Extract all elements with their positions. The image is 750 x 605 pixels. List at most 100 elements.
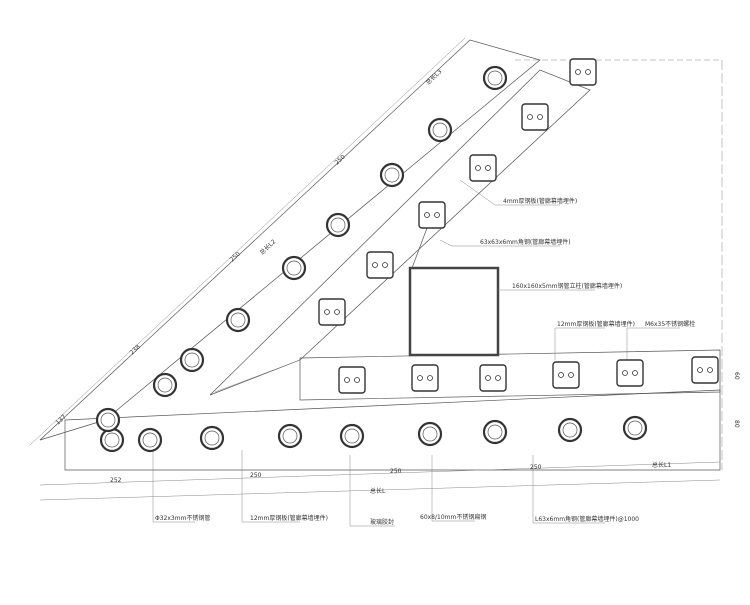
bolt-icon [585, 69, 591, 75]
bolt-icon [485, 165, 491, 171]
steel-tube-inner [142, 432, 158, 448]
steel-tube-inner [282, 428, 298, 444]
dim-bottom-2: 250 [250, 472, 262, 479]
leader-bolt [626, 327, 680, 370]
leader-plate-4mm [459, 179, 560, 206]
bolt-icon [324, 309, 330, 315]
leader-angle-63 [439, 239, 560, 247]
dim-right-b: 80 [733, 420, 740, 428]
embed-plate [411, 364, 439, 392]
embed-plate [318, 298, 346, 326]
dim-diag-1: 137 [55, 413, 68, 426]
leader-plate-12b [241, 450, 300, 523]
bolt-icon [382, 262, 388, 268]
steel-tube-circle [152, 372, 178, 398]
steel-tube-circle [417, 421, 443, 447]
steel-tube-circle [199, 425, 225, 451]
dim-diag-total: 总长L2 [258, 237, 278, 256]
label-flat-60: 60x8/10mm不锈钢扁钢 [420, 513, 486, 521]
diagonal-inner-band [209, 69, 591, 396]
steel-tube-circle [225, 307, 251, 333]
bolt-icon [354, 377, 360, 383]
embed-plate [338, 366, 366, 394]
bolt-icon [417, 375, 423, 381]
embed-plate [418, 201, 446, 229]
bottom-upper-band [299, 349, 721, 401]
label-angle-l63: L63x6mm角钢(管廊幕墙埋件)@1000 [535, 515, 639, 523]
bolt-icon [568, 372, 574, 378]
dim-line-1 [39, 461, 721, 486]
steel-tube-circle [482, 65, 508, 91]
embed-plate [366, 251, 394, 279]
steel-tube-inner [422, 426, 438, 442]
label-bolt-m6: M6x35不锈钢螺栓 [645, 320, 695, 328]
leader-glass [349, 455, 395, 527]
leader-angle-l63 [532, 455, 605, 524]
bolt-icon [424, 212, 430, 218]
steel-tube-circle [482, 419, 508, 445]
steel-tube-circle [379, 162, 405, 188]
label-plate-12-top: 12mm厚钢板(管廊幕墙埋件) [557, 320, 635, 328]
embed-plate [469, 154, 497, 182]
steel-tube-circle [277, 423, 303, 449]
brace-line [214, 359, 301, 393]
steel-tube-circle [427, 117, 453, 143]
embed-plate [691, 356, 719, 384]
dim-diag-2: 238 [129, 343, 142, 356]
bolt-icon [575, 69, 581, 75]
bolt-icon [344, 377, 350, 383]
bolt-icon [495, 375, 501, 381]
embed-plate [616, 359, 644, 387]
steel-tube-circle [179, 347, 205, 373]
steel-tube-circle [99, 427, 125, 453]
label-glass: 玻璃胶封 [370, 518, 394, 526]
steel-tube-inner [157, 377, 173, 393]
steel-tube-inner [204, 430, 220, 446]
bolt-icon [485, 375, 491, 381]
steel-tube-circle [622, 415, 648, 441]
steel-tube-inner [230, 312, 246, 328]
bolt-icon [697, 367, 703, 373]
bolt-icon [427, 375, 433, 381]
bolt-icon [527, 114, 533, 120]
bolt-icon [372, 262, 378, 268]
steel-tube-circle [137, 427, 163, 453]
steel-tube-inner [286, 260, 302, 276]
leader-plate-12 [554, 327, 605, 360]
label-tube-160: 160x160x5mm钢管立柱(管廊幕墙埋件) [512, 282, 622, 290]
dim-line-2 [39, 479, 721, 501]
dim-bottom-4: 250 [530, 464, 542, 471]
bolt-icon [632, 370, 638, 376]
label-plate-4mm: 4mm厚钢板(管廊幕墙埋件) [503, 197, 577, 205]
steel-tube-inner [562, 422, 578, 438]
steel-tube-circle [557, 417, 583, 443]
bolt-icon [475, 165, 481, 171]
steel-tube-inner [384, 167, 400, 183]
embed-plate [479, 364, 507, 392]
label-tube-32: Φ32x3mm不锈钢管 [155, 514, 210, 522]
steel-tube-inner [184, 352, 200, 368]
steel-tube-section [408, 266, 500, 357]
dim-diag-4: 250 [334, 153, 347, 166]
embed-plate [552, 361, 580, 389]
steel-tube-inner [100, 412, 116, 428]
bottom-band [64, 389, 721, 471]
leader-tube-32 [152, 445, 195, 523]
dim-line-diag [29, 37, 466, 446]
diagonal-band [39, 39, 541, 441]
bolt-icon [622, 370, 628, 376]
dim-bottom-total: 总长L [370, 487, 386, 495]
steel-tube-inner [627, 420, 643, 436]
dim-bottom-3: 250 [390, 468, 402, 475]
steel-tube-circle [281, 255, 307, 281]
label-angle-63: 63x63x6mm角钢(管廊幕墙埋件) [480, 238, 571, 246]
bolt-icon [434, 212, 440, 218]
bolt-icon [707, 367, 713, 373]
steel-tube-inner [104, 432, 120, 448]
bolt-icon [558, 372, 564, 378]
embed-plate [569, 58, 597, 86]
dim-right-a: 60 [733, 372, 740, 380]
steel-tube-circle [95, 407, 121, 433]
